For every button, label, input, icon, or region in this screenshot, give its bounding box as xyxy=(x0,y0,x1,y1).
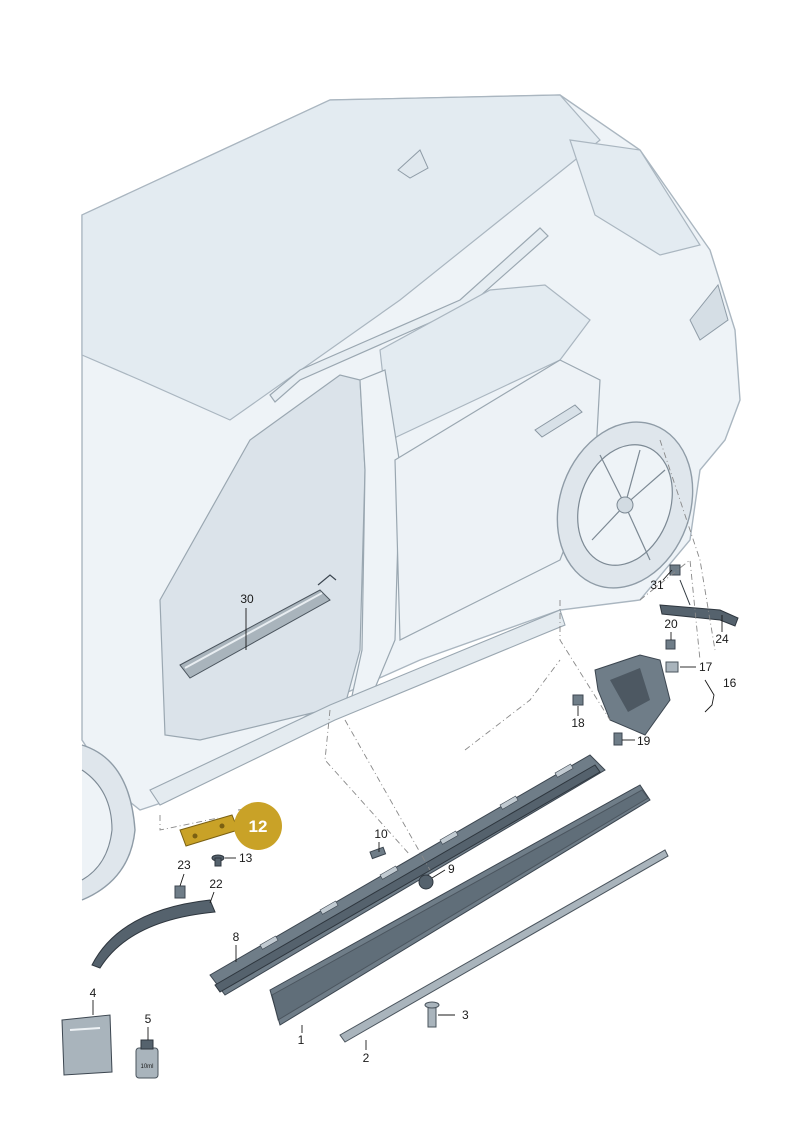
highlight-badge-12: 12 xyxy=(234,802,282,850)
leader-lines xyxy=(92,569,723,1050)
chrome-strip-part xyxy=(339,849,669,1043)
rear-arch-trim-part xyxy=(659,579,739,627)
callout-10: 10 xyxy=(374,827,388,841)
wheel-arch-trim-part xyxy=(91,899,216,969)
sill-trim-strip-part xyxy=(179,574,337,679)
callout-20: 20 xyxy=(664,617,678,631)
callout-2: 2 xyxy=(363,1051,370,1065)
callout-4: 4 xyxy=(90,986,97,1000)
clip-23-part xyxy=(174,885,186,899)
clip-18-part xyxy=(572,694,584,706)
clip-3-part xyxy=(424,1001,440,1028)
callout-8: 8 xyxy=(233,930,240,944)
callout-3: 3 xyxy=(462,1008,469,1022)
callout-22: 22 xyxy=(209,877,223,891)
callout-labels: 1 2 3 4 5 8 9 10 13 16 17 18 19 20 22 23… xyxy=(90,578,737,1065)
rear-mud-bracket-part xyxy=(594,654,671,736)
outer-sill-trim-part xyxy=(269,784,651,1026)
callout-17: 17 xyxy=(699,660,713,674)
callout-23: 23 xyxy=(177,858,191,872)
screw-13-part xyxy=(211,854,225,867)
callout-5: 5 xyxy=(145,1012,152,1026)
highlight-badge-circle xyxy=(234,802,282,850)
callout-16: 16 xyxy=(723,676,737,690)
bottle-label: 10ml xyxy=(140,1064,153,1070)
callout-30: 30 xyxy=(240,592,254,606)
assembly-guide-lines xyxy=(159,439,716,871)
clip-17-part xyxy=(665,661,679,673)
callout-24: 24 xyxy=(715,632,729,646)
callout-9: 9 xyxy=(448,862,455,876)
car-body xyxy=(81,94,741,901)
callout-18: 18 xyxy=(571,716,585,730)
callout-19: 19 xyxy=(637,734,651,748)
inner-sill-panel-part xyxy=(209,754,606,996)
clip-10-part xyxy=(369,846,387,860)
callout-1: 1 xyxy=(298,1033,305,1047)
screw-19-part xyxy=(613,732,623,746)
highlight-badge-label: 12 xyxy=(249,817,268,836)
screw-20-part xyxy=(665,639,676,650)
adhesive-bottle-item: 10ml xyxy=(135,1039,159,1079)
callout-13: 13 xyxy=(239,851,253,865)
nut-9-part xyxy=(418,874,434,890)
bolt-31-part xyxy=(669,564,681,576)
callout-31: 31 xyxy=(650,578,664,592)
parts-bag-item xyxy=(61,1014,113,1076)
